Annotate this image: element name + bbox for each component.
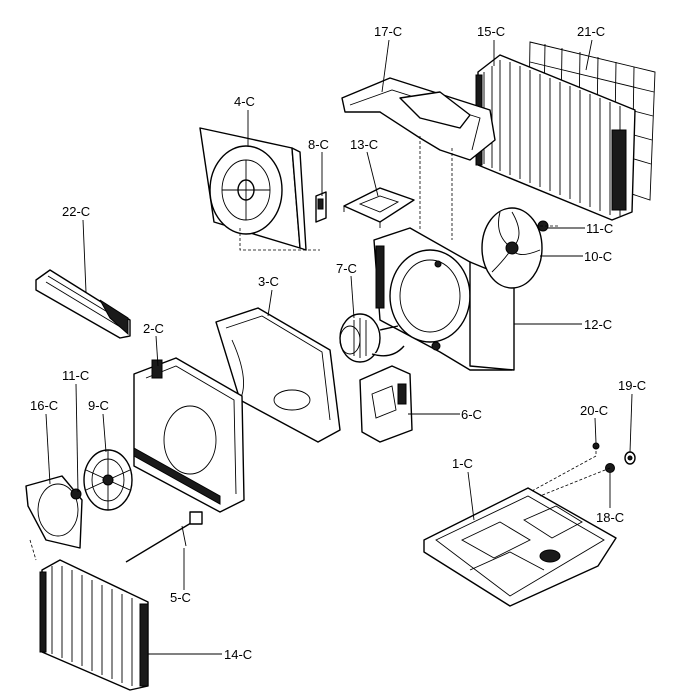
label-10-c: 10-C — [584, 249, 612, 264]
label-11-c-lower: 11-C — [62, 368, 89, 383]
part-labels: 17-C 15-C 21-C 4-C 8-C 13-C 22-C 11-C 10… — [30, 24, 646, 662]
label-21-c: 21-C — [577, 24, 605, 39]
label-6-c: 6-C — [461, 407, 482, 422]
part-12-blower-scroll — [373, 227, 515, 371]
part-17-top-cover — [341, 77, 496, 161]
part-13-mount-plate — [343, 187, 415, 228]
label-16-c: 16-C — [30, 398, 58, 413]
part-15-condenser-coil — [475, 54, 636, 221]
leader-lines — [45, 39, 633, 655]
label-2-c: 2-C — [143, 321, 164, 336]
label-14-c: 14-C — [224, 647, 252, 662]
label-22-c: 22-C — [62, 204, 90, 219]
label-20-c: 20-C — [580, 403, 608, 418]
part-8-bracket — [315, 191, 327, 223]
part-9-blower-wheel — [83, 449, 133, 511]
label-15-c: 15-C — [477, 24, 505, 39]
label-8-c: 8-C — [308, 137, 329, 152]
label-9-c: 9-C — [88, 398, 109, 413]
part-14-coil-lower — [39, 559, 149, 691]
part-4-fan-shroud — [199, 127, 307, 251]
label-19-c: 19-C — [618, 378, 646, 393]
part-2-base-frame — [133, 357, 245, 513]
part-7-motor — [339, 313, 405, 363]
part-1-base-pan — [423, 487, 617, 607]
part-10-fan-blade — [481, 207, 543, 289]
part-16-shroud — [25, 475, 83, 549]
label-13-c: 13-C — [350, 137, 378, 152]
label-12-c: 12-C — [584, 317, 612, 332]
assembly-dash-lines — [29, 136, 611, 561]
label-5-c: 5-C — [170, 590, 191, 605]
label-11-c-upper: 11-C — [586, 221, 613, 236]
part-5-rod — [125, 511, 203, 563]
label-17-c: 17-C — [374, 24, 402, 39]
label-3-c: 3-C — [258, 274, 279, 289]
part-6-control-bracket — [359, 365, 413, 443]
part-22-louver — [35, 269, 131, 339]
part-11-clip-lower — [70, 488, 82, 500]
label-4-c: 4-C — [234, 94, 255, 109]
label-18-c: 18-C — [596, 510, 624, 525]
part-19-cap — [624, 451, 636, 465]
label-7-c: 7-C — [336, 261, 357, 276]
label-1-c: 1-C — [452, 456, 473, 471]
